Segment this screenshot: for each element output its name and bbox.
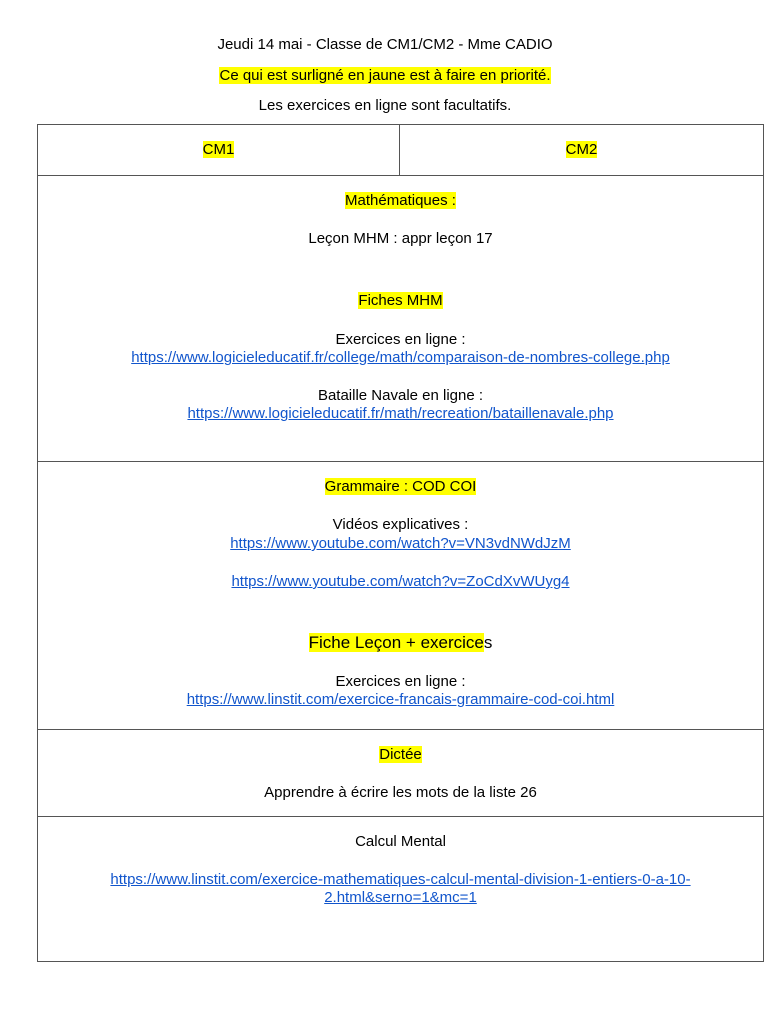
grammar-fiche-highlight: Fiche Leçon + exercice	[308, 633, 484, 652]
math-exercises-link-line: https://www.logicieleducatif.fr/college/…	[38, 349, 763, 367]
page-title: Jeudi 14 mai - Classe de CM1/CM2 - Mme C…	[217, 36, 553, 53]
math-heading-text: Mathématiques :	[345, 192, 456, 209]
math-exercises-link[interactable]: https://www.logicieleducatif.fr/college/…	[131, 349, 670, 366]
dictee-section: Dictée Apprendre à écrire les mots de la…	[38, 730, 763, 817]
math-lesson: Leçon MHM : appr leçon 17	[308, 230, 493, 247]
calcul-link-line2: 2.html&serno=1&mc=1	[38, 889, 763, 907]
grammar-heading-text: Grammaire : COD COI	[324, 478, 477, 495]
calcul-link-part2[interactable]: 2.html&serno=1&mc=1	[324, 889, 477, 906]
grammar-video1-link[interactable]: https://www.youtube.com/watch?v=VN3vdNWd…	[230, 535, 571, 552]
grammar-video2-line: https://www.youtube.com/watch?v=ZoCdXvWU…	[38, 573, 763, 591]
column-header-row: CM1 CM2	[38, 125, 763, 176]
calcul-link-part1[interactable]: https://www.linstit.com/exercice-mathema…	[110, 871, 691, 888]
math-fiches: Fiches MHM	[38, 292, 763, 310]
dictee-heading-text: Dictée	[379, 746, 422, 763]
grammar-exercises-link-line: https://www.linstit.com/exercice-francai…	[38, 691, 763, 709]
grammar-exercises-label: Exercices en ligne :	[335, 673, 466, 690]
priority-note-text: Ce qui est surligné en jaune est à faire…	[219, 67, 551, 84]
column-header-cm1: CM1	[38, 125, 399, 175]
schedule-table: CM1 CM2 Mathématiques : Leçon MHM : appr…	[37, 124, 764, 962]
grammar-heading: Grammaire : COD COI	[38, 478, 763, 496]
math-bataille-link[interactable]: https://www.logicieleducatif.fr/math/rec…	[187, 405, 614, 422]
math-bataille-link-line: https://www.logicieleducatif.fr/math/rec…	[38, 405, 763, 423]
math-fiches-text: Fiches MHM	[358, 292, 443, 309]
math-section: Mathématiques : Leçon MHM : appr leçon 1…	[38, 176, 763, 462]
optional-note: Les exercices en ligne sont facultatifs.	[258, 97, 512, 114]
column-divider	[399, 125, 400, 175]
math-bataille-label: Bataille Navale en ligne :	[317, 387, 484, 404]
grammar-fiche: Fiche Leçon + exercices	[38, 633, 763, 652]
priority-note: Ce qui est surligné en jaune est à faire…	[0, 67, 770, 85]
math-heading: Mathématiques :	[38, 192, 763, 210]
grammar-video2-link[interactable]: https://www.youtube.com/watch?v=ZoCdXvWU…	[231, 573, 570, 590]
column-header-cm1-label: CM1	[202, 141, 235, 158]
calcul-heading: Calcul Mental	[355, 833, 446, 850]
grammar-fiche-rest: s	[483, 633, 493, 652]
calcul-link-line1: https://www.linstit.com/exercice-mathema…	[30, 871, 770, 889]
column-header-cm2: CM2	[400, 125, 763, 175]
dictee-heading: Dictée	[38, 746, 763, 764]
grammar-exercises-link[interactable]: https://www.linstit.com/exercice-francai…	[186, 691, 615, 708]
column-header-cm2-label: CM2	[565, 141, 598, 158]
math-exercises-label: Exercices en ligne :	[335, 331, 466, 348]
grammar-videos-label: Vidéos explicatives :	[332, 516, 469, 533]
dictee-text: Apprendre à écrire les mots de la liste …	[264, 784, 537, 801]
calcul-section: Calcul Mental https://www.linstit.com/ex…	[38, 817, 763, 961]
grammar-section: Grammaire : COD COI Vidéos explicatives …	[38, 462, 763, 730]
grammar-video1-line: https://www.youtube.com/watch?v=VN3vdNWd…	[38, 535, 763, 553]
